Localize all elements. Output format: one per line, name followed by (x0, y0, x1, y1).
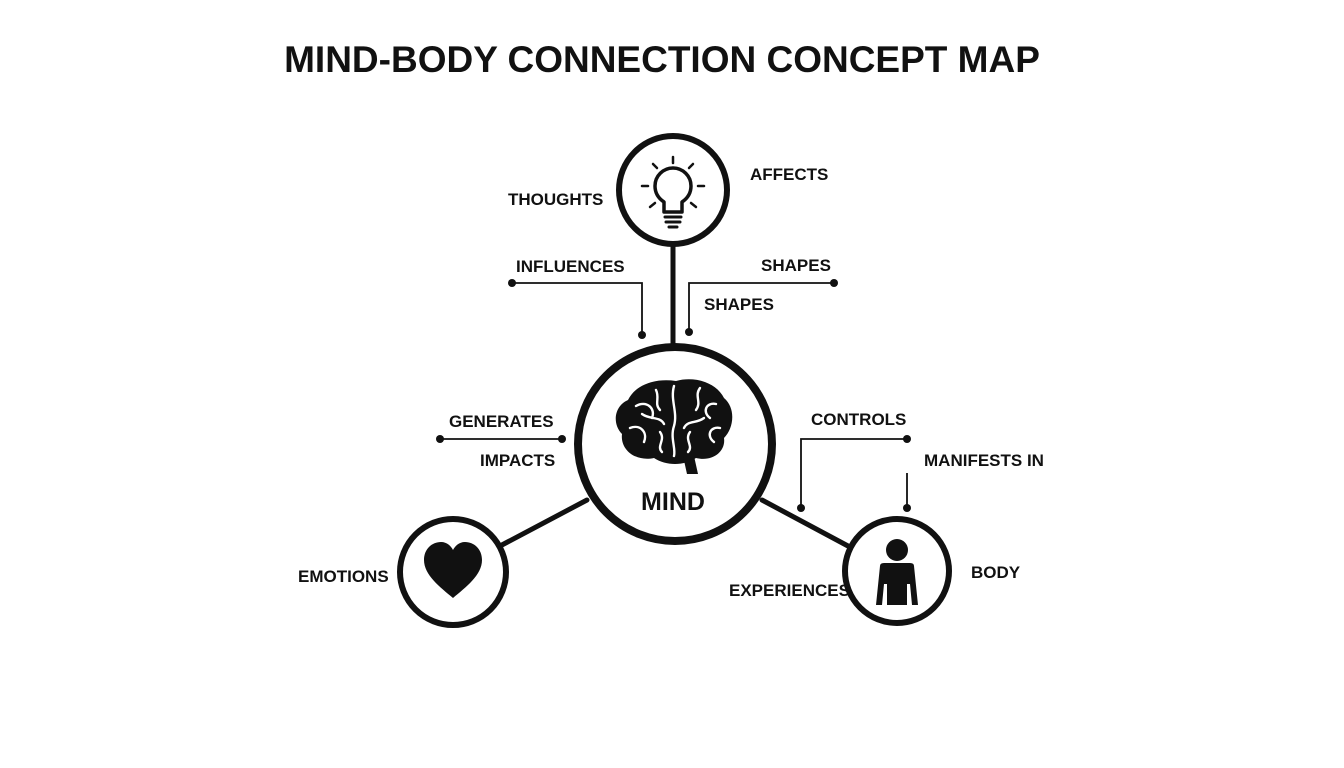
leader-dot (797, 504, 805, 512)
relation-affects: AFFECTS (750, 165, 828, 184)
relation-generates: GENERATES (449, 412, 554, 431)
emotions-label: EMOTIONS (298, 567, 389, 586)
relation-shapes-right: SHAPES (761, 256, 831, 275)
relation-impacts: IMPACTS (480, 451, 555, 470)
body-label: BODY (971, 563, 1021, 582)
leader-shapes (688, 282, 834, 330)
leader-dot (903, 435, 911, 443)
brain-icon (615, 379, 733, 474)
leader-controls (800, 438, 907, 507)
node-mind (574, 343, 776, 545)
node-body (842, 516, 952, 626)
mind-label: MIND (641, 488, 705, 516)
relation-influences: INFLUENCES (516, 257, 625, 276)
heart-icon (424, 542, 482, 598)
leader-dot (830, 279, 838, 287)
lightbulb-icon (640, 155, 706, 229)
leader-dot (436, 435, 444, 443)
leader-dot (508, 279, 516, 287)
connector-mind-body (759, 497, 851, 549)
relation-shapes-inner: SHAPES (704, 295, 774, 314)
connector-mind-emotions (497, 497, 590, 549)
person-icon (876, 539, 918, 605)
node-emotions (397, 516, 509, 628)
page-title: MIND-BODY CONNECTION CONCEPT MAP (284, 39, 1040, 80)
leader-dot (685, 328, 693, 336)
thoughts-label: THOUGHTS (508, 190, 603, 209)
node-thoughts (616, 133, 730, 247)
relation-controls: CONTROLS (811, 410, 906, 429)
leader-dot (638, 331, 646, 339)
leader-influences (512, 282, 643, 333)
leader-dot (558, 435, 566, 443)
relation-manifests-in: MANIFESTS IN (924, 451, 1044, 470)
relation-experiences: EXPERIENCES (729, 581, 850, 600)
leader-dot (903, 504, 911, 512)
